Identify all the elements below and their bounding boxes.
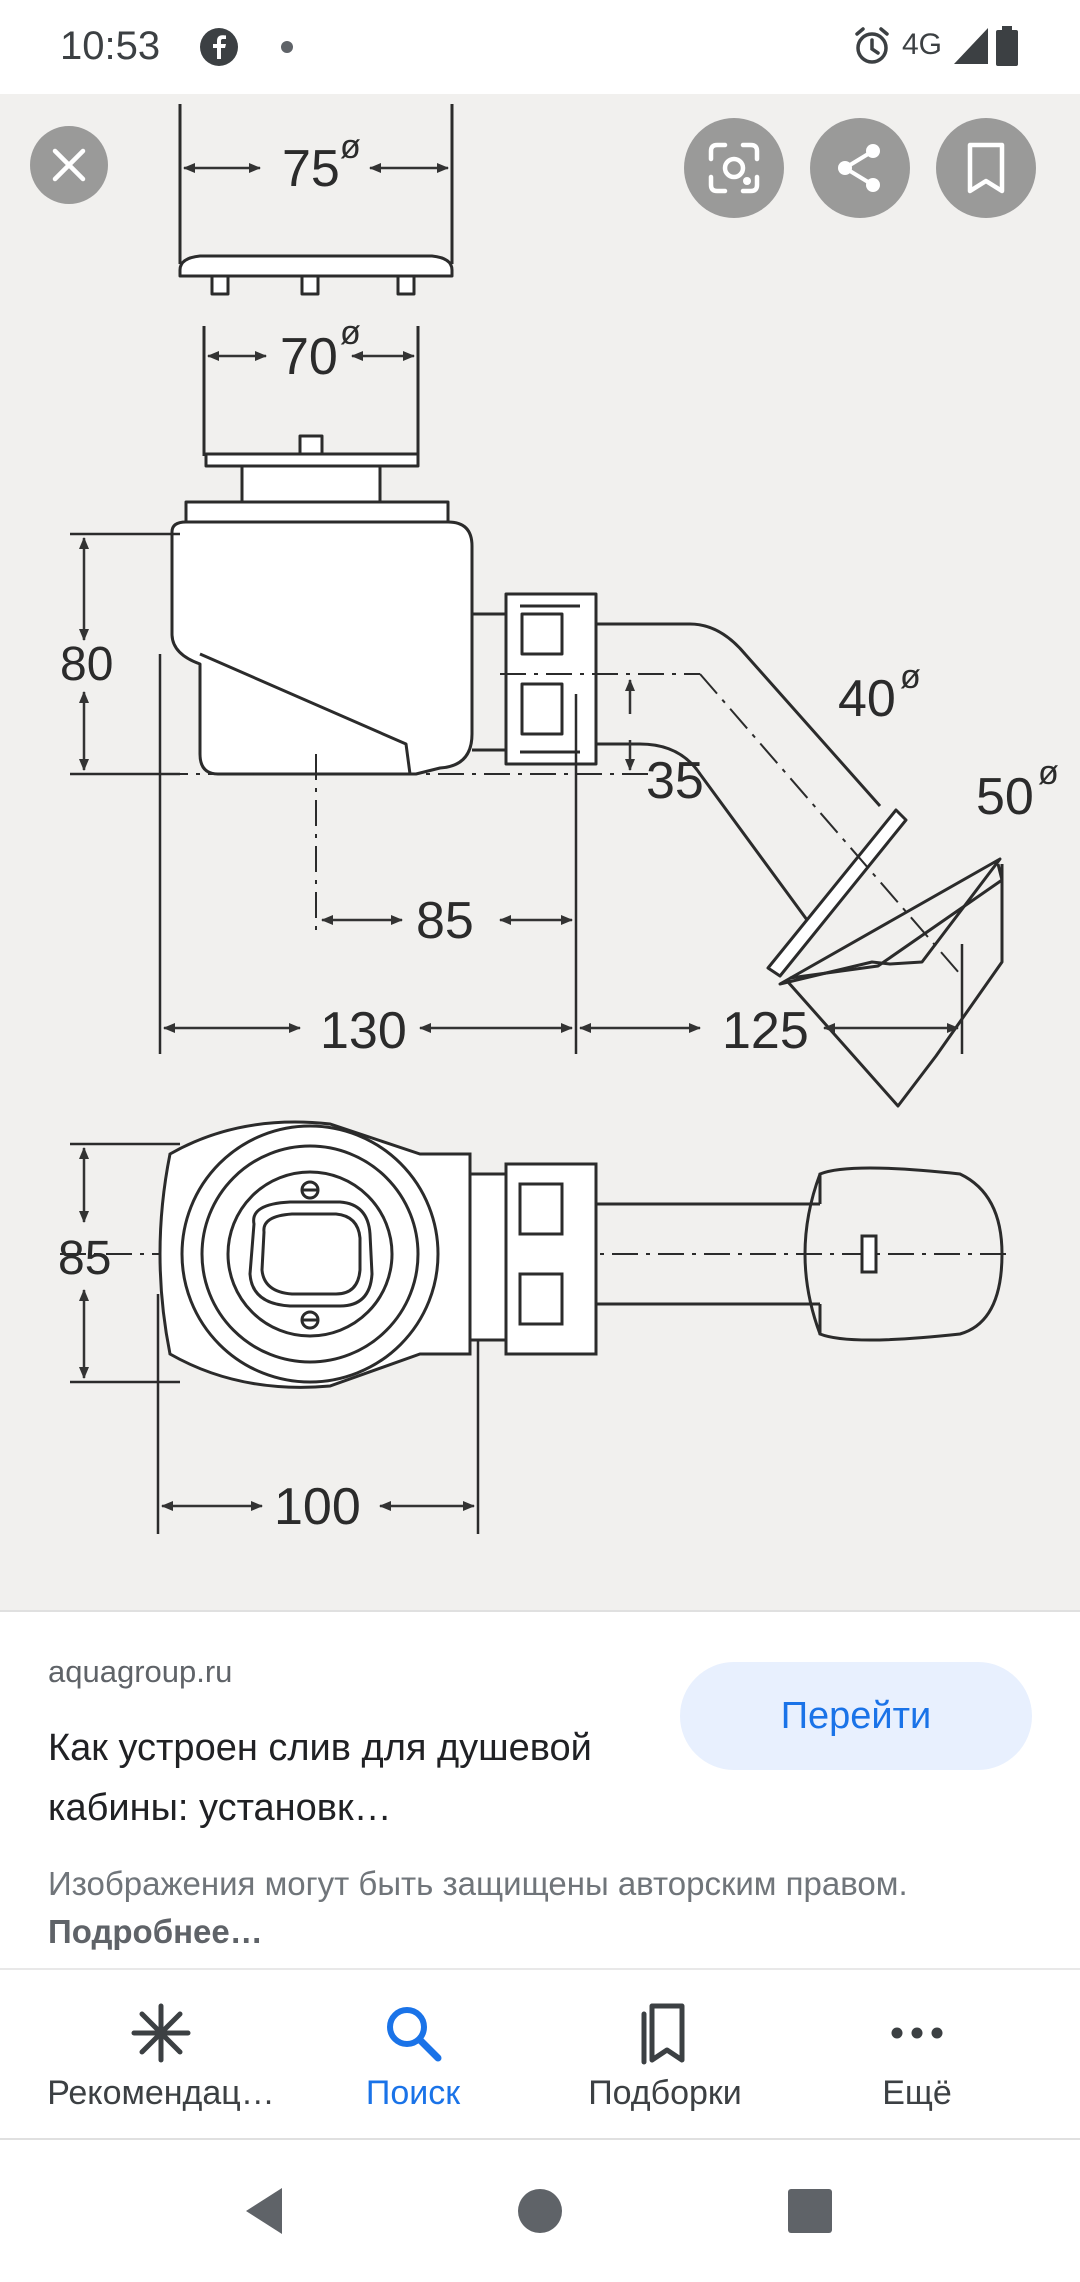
signal-icon [954, 28, 988, 64]
more-icon [891, 2027, 943, 2039]
nav-collections[interactable]: Подборки [530, 1970, 800, 2140]
nav-search[interactable]: Поиск [278, 1970, 548, 2140]
collections-icon [641, 2003, 685, 2065]
status-time: 10:53 [60, 24, 161, 68]
dim-100: 100 [274, 1478, 361, 1536]
asterisk-icon [131, 2003, 191, 2063]
dim-50-dia: ø [1038, 754, 1059, 792]
nav-label-collections: Подборки [588, 2074, 742, 2112]
bottom-navigation: Рекомендац… Поиск Подборки Ещё [0, 1968, 1080, 2140]
copyright-text: Изображения могут быть защищены авторски… [48, 1865, 908, 1902]
status-bar: 10:53 4G [0, 0, 1080, 94]
lens-icon [708, 142, 760, 194]
result-title[interactable]: Как устроен слив для душевой кабины: уст… [48, 1727, 592, 1829]
system-navigation [0, 2138, 1080, 2282]
visit-button[interactable]: Перейти [680, 1662, 1032, 1770]
dot-icon [281, 41, 293, 53]
alarm-icon [855, 27, 889, 64]
dim-85-top: 85 [416, 892, 474, 950]
drain-technical-drawing: 75 ø 70 ø 80 40 ø 35 50 ø 85 130 125 85 … [58, 104, 1059, 1536]
lens-button[interactable] [684, 118, 784, 218]
bookmark-icon [967, 142, 1005, 194]
nav-label-recommendations: Рекомендац… [47, 2074, 275, 2112]
result-info-panel: aquagroup.ru Как устроен слив для душево… [0, 1610, 1080, 1970]
nav-label-more: Ещё [882, 2074, 952, 2112]
copyright-notice: Изображения могут быть защищены авторски… [48, 1860, 1038, 1956]
nav-recommendations[interactable]: Рекомендац… [26, 1970, 296, 2140]
dim-125: 125 [722, 1002, 809, 1060]
home-icon[interactable] [505, 2176, 575, 2246]
dim-70-dia: ø [340, 314, 361, 352]
facebook-icon [200, 28, 238, 66]
dim-40: 40 [838, 670, 896, 728]
dim-75: 75 [282, 140, 340, 198]
dim-75-dia: ø [340, 128, 361, 166]
close-icon [52, 148, 86, 182]
recents-icon[interactable] [775, 2176, 845, 2246]
learn-more-link[interactable]: Подробнее… [48, 1913, 263, 1950]
dim-35: 35 [646, 752, 704, 810]
source-domain[interactable]: aquagroup.ru [48, 1654, 233, 1689]
dim-40-dia: ø [900, 658, 921, 696]
network-type: 4G [902, 28, 943, 61]
share-icon [838, 144, 880, 192]
share-button[interactable] [810, 118, 910, 218]
nav-label-search: Поиск [365, 2074, 461, 2112]
dim-130: 130 [320, 1002, 407, 1060]
battery-icon [996, 26, 1018, 66]
close-button[interactable] [30, 126, 108, 204]
image-viewer[interactable]: 75 ø 70 ø 80 40 ø 35 50 ø 85 130 125 85 … [0, 94, 1080, 1610]
save-button[interactable] [936, 118, 1036, 218]
dim-85-bottom: 85 [58, 1232, 111, 1285]
dim-70: 70 [280, 328, 338, 386]
dim-50: 50 [976, 768, 1034, 826]
search-icon [387, 2007, 442, 2062]
back-icon[interactable] [232, 2176, 302, 2246]
dim-80: 80 [60, 638, 113, 691]
nav-more[interactable]: Ещё [782, 1970, 1052, 2140]
